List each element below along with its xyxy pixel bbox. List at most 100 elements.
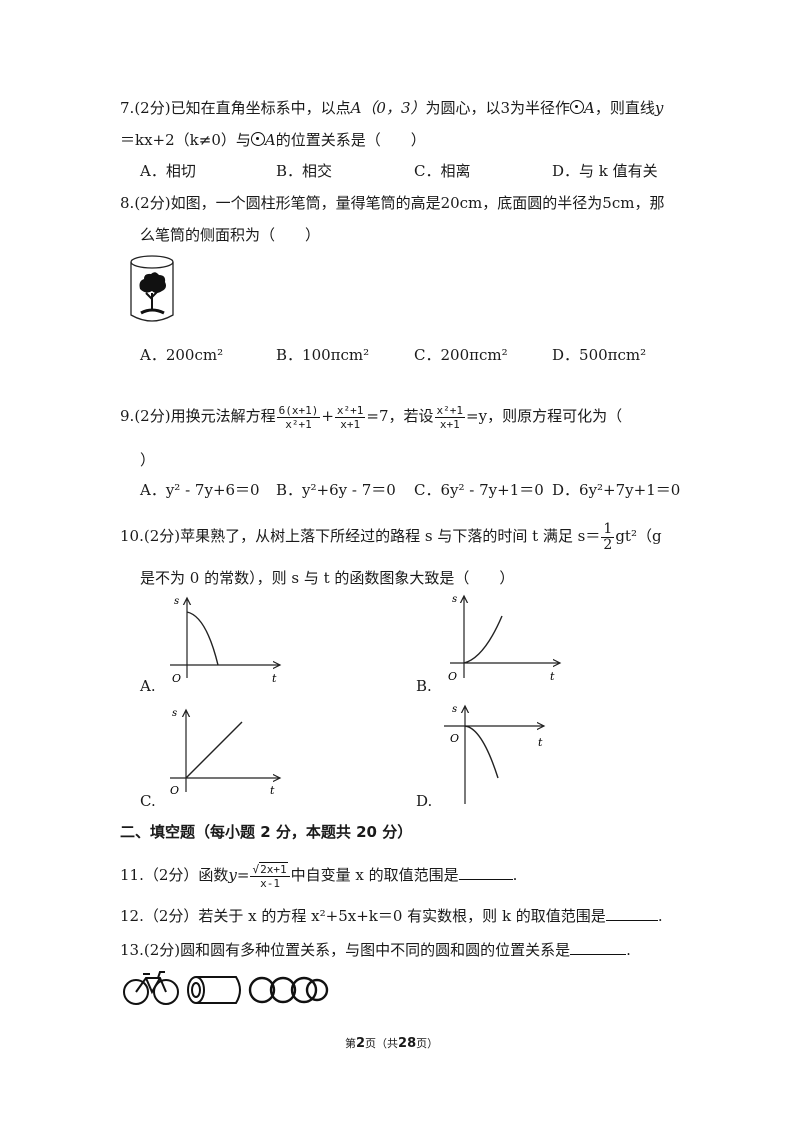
graph-b[interactable]: s O t <box>440 588 570 688</box>
q8-line2: 么笔筒的侧面积为（ ） <box>140 226 321 244</box>
q7-text-c: ，则直线 <box>594 99 655 117</box>
q9-score: (2分) <box>134 407 171 425</box>
q10-text-b: gt²（g <box>615 527 662 545</box>
axis-t-label: t <box>550 670 555 683</box>
q9-option-b[interactable]: B．y²+6y - 7＝0 <box>276 481 396 499</box>
q9-frac1-num: 6(x+1) <box>276 403 321 418</box>
q11-number: 11. <box>120 866 144 884</box>
q9-text: 用换元法解方程 <box>170 407 276 425</box>
q13-end: . <box>626 941 631 959</box>
q11-frac-den: x-1 <box>260 877 280 890</box>
q7-number: 7. <box>120 99 135 117</box>
origin-label: O <box>170 784 179 797</box>
q9-frac1-den: x²+1 <box>285 417 312 431</box>
q8-text: 如图，一个圆柱形笔筒，量得笔筒的高是20cm，底面圆的半径为5cm，那 <box>170 194 665 212</box>
graph-d-label[interactable]: D. <box>416 792 433 810</box>
graph-c-line <box>185 721 243 779</box>
graph-b-curve <box>463 615 503 664</box>
footer-pre: 第 <box>345 1037 356 1050</box>
footer-page-number: 2 <box>356 1036 366 1051</box>
q11-frac-num-wrap: √2x+1 <box>250 862 290 877</box>
olympic-rings-icon <box>248 976 329 1004</box>
q8-score: (2分) <box>134 194 171 212</box>
footer-total-pages: 28 <box>398 1036 417 1051</box>
q13-answer-blank[interactable] <box>570 940 627 955</box>
page-footer: 第2页（共28页） <box>345 1034 438 1054</box>
q7-var-y: y <box>654 99 664 117</box>
q7-circle-label-2: A <box>264 131 276 149</box>
q12-answer-blank[interactable] <box>605 906 658 921</box>
section-title: 二、填空题（每小题 2 分，本题共 20 分） <box>120 823 413 841</box>
q13-text: 圆和圆有多种位置关系，与图中不同的圆和圆的位置关系是 <box>180 941 571 959</box>
q12-number: 12. <box>120 907 144 925</box>
q8-line1: 8.(2分)如图，一个圆柱形笔筒，量得笔筒的高是20cm，底面圆的半径为5cm，… <box>120 193 664 213</box>
q9-number: 9. <box>120 407 135 425</box>
q11-frac-num: 2x+1 <box>259 862 288 876</box>
graph-d-curve <box>464 725 499 779</box>
q9-option-d[interactable]: D．6y²+7y+1＝0 <box>552 481 681 499</box>
axis-t-label: t <box>270 784 275 797</box>
q10-number: 10. <box>120 527 144 545</box>
q12-text: 若关于 x 的方程 x²+5x+k＝0 有实数根，则 k 的取值范围是 <box>198 907 606 925</box>
q7-text-b: 为圆心，以3为半径作 <box>425 99 571 117</box>
q7-text-d: 的位置关系是（ ） <box>275 131 426 149</box>
q10-frac-num: 1 <box>601 520 615 538</box>
circle-dot-icon <box>570 100 585 114</box>
q7-text: 已知在直角坐标系中，以点 <box>170 99 351 117</box>
axis-s-label: s <box>172 708 177 719</box>
q9-text-c: =y，则原方程可化为（ <box>466 407 623 425</box>
q11-y-eq: y= <box>228 866 250 884</box>
graph-c-label[interactable]: C. <box>140 792 156 810</box>
graph-d[interactable]: s O t <box>440 700 570 810</box>
q11-answer-blank[interactable] <box>458 865 513 880</box>
q10-text: 苹果熟了，从树上落下所经过的路程 s 与下落的时间 t 满足 s＝ <box>180 527 601 545</box>
q10-score: (2分) <box>143 527 181 545</box>
q8-option-c[interactable]: C．200πcm² <box>414 346 508 364</box>
q9-frac3-num: x²+1 <box>434 403 466 418</box>
graph-c[interactable]: s O t <box>160 700 290 800</box>
footer-post: 页） <box>416 1037 439 1050</box>
q8-option-d[interactable]: D．500πcm² <box>552 346 647 364</box>
q8-option-b[interactable]: B．100πcm² <box>276 346 370 364</box>
axis-s-label: s <box>452 594 457 605</box>
graph-b-label[interactable]: B. <box>416 677 432 695</box>
q9-option-c[interactable]: C．6y² - 7y+1＝0 <box>414 481 544 499</box>
q9-text-b: =7，若设 <box>366 407 434 425</box>
q7-line2-text: ＝kx+2（k≠0）与 <box>120 131 251 149</box>
q11-end: . <box>512 866 518 884</box>
q9-frac3-den: x+1 <box>439 417 460 431</box>
q7-option-c[interactable]: C．相离 <box>414 162 471 180</box>
q8-option-a[interactable]: A．200cm² <box>140 346 224 364</box>
graph-a[interactable]: s O t <box>160 590 290 690</box>
q9-option-a[interactable]: A．y² - 7y+6＝0 <box>140 481 260 499</box>
q9-frac2-den: x+1 <box>340 417 361 431</box>
q7-option-d[interactable]: D．与 k 值有关 <box>552 162 658 180</box>
circle-dot-icon <box>250 132 265 146</box>
q9-plus: + <box>321 407 334 425</box>
q8-number: 8. <box>120 194 135 212</box>
q7-option-b[interactable]: B．相交 <box>276 162 333 180</box>
q10-line1: 10.(2分)苹果熟了，从树上落下所经过的路程 s 与下落的时间 t 满足 s＝… <box>120 518 662 554</box>
q13-number: 13. <box>120 941 144 959</box>
q9-fraction-1: 6(x+1)x²+1 <box>276 403 321 431</box>
origin-label: O <box>450 732 459 745</box>
origin-label: O <box>172 672 181 685</box>
q7-option-a[interactable]: A．相切 <box>140 162 196 180</box>
q11-text-b: 中自变量 x 的取值范围是 <box>290 866 459 884</box>
footer-mid: 页（共 <box>365 1037 399 1050</box>
q7-score: (2分) <box>134 99 171 117</box>
axis-s-label: s <box>174 596 179 607</box>
q11-text: 函数 <box>198 866 229 884</box>
graph-a-curve <box>186 611 219 666</box>
pipe-icon <box>187 976 241 1004</box>
q7-point: A（0，3） <box>350 99 426 117</box>
q13-score: (2分) <box>143 941 181 959</box>
bicycle-icon <box>123 971 179 1005</box>
graph-a-label[interactable]: A. <box>140 677 156 695</box>
